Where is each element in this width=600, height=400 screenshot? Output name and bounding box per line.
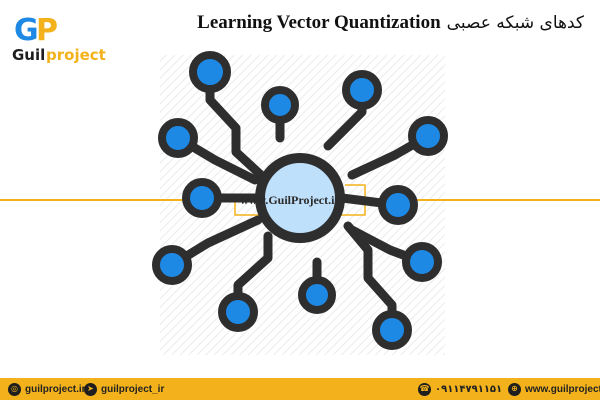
footer-instagram[interactable]: ◎ guilproject.ir (8, 382, 86, 396)
instagram-handle: guilproject.ir (25, 383, 86, 395)
svg-text:Guil: Guil (12, 46, 45, 64)
footer-phone[interactable]: ☎ ۰۹۱۱۴۷۹۱۱۵۱ (418, 382, 502, 396)
instagram-icon: ◎ (8, 382, 21, 396)
title-english: Learning Vector Quantization (197, 12, 441, 33)
svg-text:project: project (46, 46, 106, 64)
guilproject-logo: G P Guil project (8, 10, 128, 65)
telegram-icon: ➤ (84, 382, 97, 396)
outer-nodes (152, 51, 448, 350)
phone-icon: ☎ (418, 382, 431, 396)
globe-icon: ⊕ (508, 382, 521, 396)
svg-text:P: P (36, 13, 58, 48)
watermark: www.GuilProject.ir (240, 193, 340, 207)
website-url: www.guilproject.ir (525, 383, 600, 395)
footer-telegram[interactable]: ➤ guilproject_ir (84, 382, 164, 396)
title-persian: کدهای شبکه عصبی (446, 13, 584, 33)
footer-website[interactable]: ⊕ www.guilproject.ir (508, 382, 600, 396)
footer-bar: ◎ guilproject.ir ➤ guilproject_ir ☎ ۰۹۱۱… (0, 378, 600, 400)
center-node (255, 153, 345, 243)
guide-bracket (234, 184, 366, 216)
svg-text:G: G (14, 13, 39, 48)
phone-number: ۰۹۱۱۴۷۹۱۱۵۱ (435, 383, 503, 395)
telegram-handle: guilproject_ir (101, 383, 165, 395)
